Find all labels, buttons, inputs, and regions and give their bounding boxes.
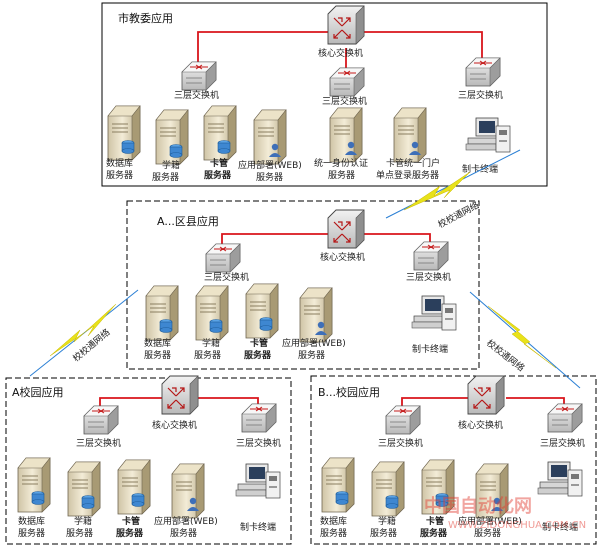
link-district-b-label: 校校通网络 <box>484 337 527 374</box>
database-icon <box>81 495 95 509</box>
district-switch-right <box>413 241 449 271</box>
district-server-student-l2: 服务器 <box>194 349 221 361</box>
city-switch-right-label: 三层交换机 <box>458 89 503 101</box>
zone-district-title: A...区县应用 <box>157 214 219 228</box>
city-card-terminal-label: 制卡终端 <box>462 163 498 175</box>
city-server-db-l2: 服务器 <box>106 169 133 181</box>
district-backbone <box>221 233 431 250</box>
campus-a-server-web-l1: 应用部署(WEB) <box>154 515 218 527</box>
district-server-student-l1: 学籍 <box>202 337 220 349</box>
campus-a-switch-right-label: 三层交换机 <box>236 437 281 449</box>
district-server-web-l1: 应用部署(WEB) <box>282 337 346 349</box>
zone-campus-a-title: A校园应用 <box>12 385 64 399</box>
city-server-portal-l1: 卡管统一门户 <box>386 157 440 169</box>
campus-b-switch-right <box>547 403 583 433</box>
district-core-label: 核心交换机 <box>320 251 365 263</box>
campus-a-server-card-l2: 服务器 <box>116 527 144 539</box>
campus-b-switch-right-label: 三层交换机 <box>540 437 585 449</box>
database-icon <box>385 495 399 509</box>
campus-a-server-student-l1: 学籍 <box>74 515 92 527</box>
city-switch-left-label: 三层交换机 <box>174 89 219 101</box>
campus-b-server-student-l2: 服务器 <box>370 527 397 539</box>
city-server-student-l2: 服务器 <box>152 171 179 183</box>
link-district-a: 校校通网络 <box>29 289 139 377</box>
district-switch-right-label: 三层交换机 <box>406 271 451 283</box>
city-switch-left <box>181 61 217 91</box>
link-city-district-label: 校校通网络 <box>436 199 481 231</box>
district-switch-left <box>205 243 241 273</box>
campus-b-server-student-l1: 学籍 <box>378 515 396 527</box>
city-server-card-l2: 服务器 <box>204 169 232 181</box>
campus-b-server-web-l2: 服务器 <box>474 527 501 539</box>
database-icon <box>131 493 145 507</box>
district-server-card-l2: 服务器 <box>244 349 272 361</box>
database-icon <box>159 319 173 333</box>
database-icon <box>259 317 273 331</box>
campus-b-card-terminal <box>537 461 583 497</box>
city-server-auth-l2: 服务器 <box>328 169 355 181</box>
campus-a-card-terminal-label: 制卡终端 <box>240 521 276 533</box>
city-server-web-l1: 应用部署(WEB) <box>238 159 302 171</box>
database-icon <box>335 491 349 505</box>
zone-campus-a-border <box>5 377 292 545</box>
campus-b-card-terminal-label: 制卡终端 <box>542 521 578 533</box>
campus-a-core-switch <box>161 375 199 415</box>
campus-a-server-student-l2: 服务器 <box>66 527 93 539</box>
link-district-b: 校校通网络 <box>469 291 581 389</box>
watermark-sub: WWW.ZIDONGHUA.COM.CN <box>448 520 586 531</box>
campus-a-server-web-l2: 服务器 <box>170 527 197 539</box>
zone-district-border <box>126 200 480 370</box>
watermark-main: 中国自动化网 <box>424 495 532 517</box>
city-server-student-l1: 学籍 <box>162 159 180 171</box>
district-core-switch <box>327 209 365 249</box>
database-icon <box>217 140 231 154</box>
district-card-terminal-label: 制卡终端 <box>412 343 448 355</box>
campus-b-switch-left <box>385 405 421 435</box>
district-card-terminal <box>411 295 457 331</box>
city-server-web-l2: 服务器 <box>256 171 283 183</box>
zone-city-border <box>101 2 548 187</box>
zone-campus-b-title: B...校园应用 <box>318 385 380 399</box>
database-icon <box>169 144 183 158</box>
city-card-terminal <box>465 117 511 153</box>
zone-campus-b-border <box>310 375 597 545</box>
campus-b-switch-left-label: 三层交换机 <box>378 437 423 449</box>
campus-b-server-card-l1: 卡管 <box>426 515 444 527</box>
district-server-db-l1: 数据库 <box>144 337 171 349</box>
campus-b-server-db-l2: 服务器 <box>320 527 347 539</box>
city-core-label: 核心交换机 <box>318 47 363 59</box>
campus-b-core-label: 核心交换机 <box>458 419 503 431</box>
campus-a-switch-left-label: 三层交换机 <box>76 437 121 449</box>
city-switch-right <box>465 57 501 87</box>
city-switch-mid <box>329 67 365 97</box>
city-switch-mid-label: 三层交换机 <box>322 95 367 107</box>
campus-b-server-card-l2: 服务器 <box>420 527 448 539</box>
district-server-db-l2: 服务器 <box>144 349 171 361</box>
campus-b-server-web-l1: 应用部署(WEB) <box>458 515 522 527</box>
campus-a-core-label: 核心交换机 <box>152 419 197 431</box>
campus-a-server-db-l1: 数据库 <box>18 515 45 527</box>
city-server-auth-l1: 统一身份认证 <box>314 157 368 169</box>
district-server-card-l1: 卡管 <box>250 337 268 349</box>
city-core-switch <box>327 5 365 45</box>
campus-b-core-switch <box>467 375 505 415</box>
city-server-db-l1: 数据库 <box>106 157 133 169</box>
campus-a-switch-right <box>241 403 277 433</box>
district-switch-left-label: 三层交换机 <box>204 271 249 283</box>
campus-a-card-terminal <box>235 463 281 499</box>
campus-a-server-db-l2: 服务器 <box>18 527 45 539</box>
city-server-card-l1: 卡管 <box>210 157 228 169</box>
database-icon <box>31 491 45 505</box>
campus-b-server-db-l1: 数据库 <box>320 515 347 527</box>
campus-a-switch-left <box>83 405 119 435</box>
zone-city-title: 市教委应用 <box>118 11 173 25</box>
database-icon <box>209 319 223 333</box>
campus-a-server-card-l1: 卡管 <box>122 515 140 527</box>
city-server-portal-l2: 单点登录服务器 <box>376 169 439 181</box>
database-icon <box>121 140 135 154</box>
district-server-web-l2: 服务器 <box>298 349 325 361</box>
